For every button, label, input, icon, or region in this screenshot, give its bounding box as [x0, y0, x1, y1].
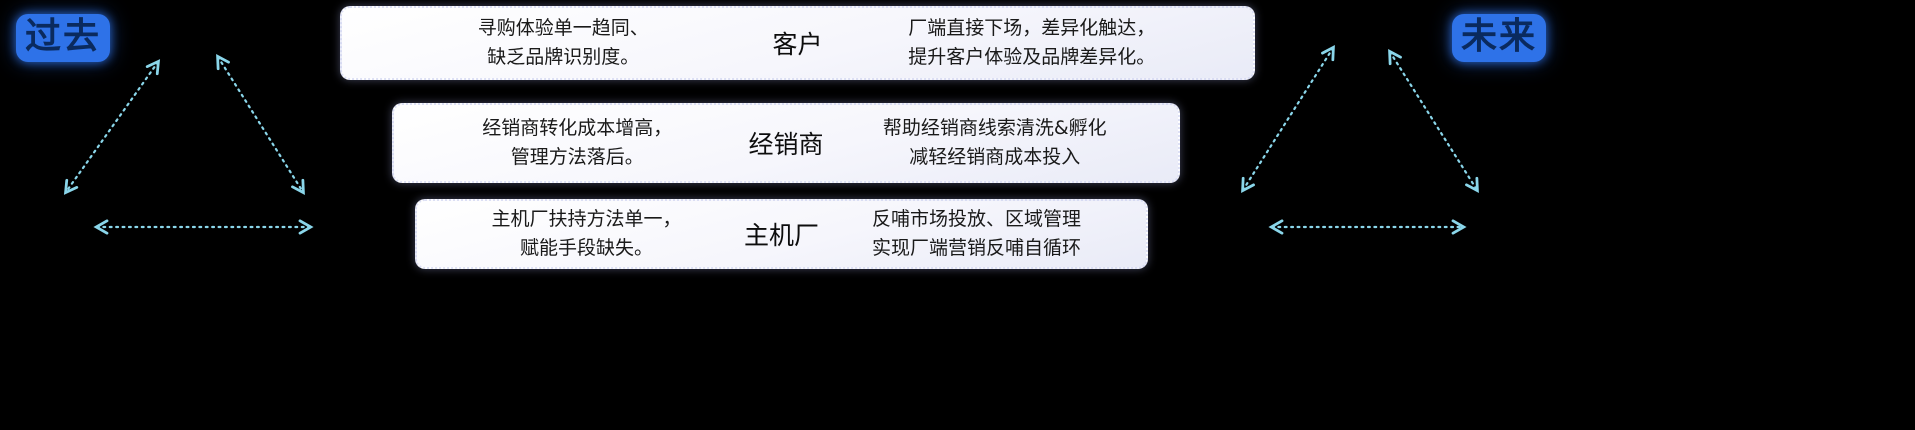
customer-row: 寻购体验单一趋同、 缺乏品牌识别度。 客户 厂端直接下场，差异化触达， 提升客户… [340, 6, 1255, 80]
future-era-label: 未来 [1452, 14, 1547, 62]
past-triangle-right-edge-arrow [216, 53, 305, 196]
dealer-title: 经销商 [748, 130, 824, 159]
oem-future-text: 反哺市场投放、区域管理 实现厂端营销反哺自循环 [871, 207, 1081, 259]
dealer-past-text: 经销商转化成本增高， 管理方法落后。 [482, 116, 673, 168]
customer-future-text: 厂端直接下场，差异化触达， 提升客户体验及品牌差异化。 [908, 16, 1156, 68]
oem-row: 主机厂扶持方法单一， 赋能手段缺失。 主机厂 反哺市场投放、区域管理 实现厂端营… [415, 199, 1148, 269]
customer-past-text: 寻购体验单一趋同、 缺乏品牌识别度。 [477, 16, 649, 68]
dealer-future-text: 帮助经销商线索清洗&孵化 减轻经销商成本投入 [882, 116, 1107, 168]
customer-title: 客户 [772, 30, 823, 59]
future-triangle-left-edge-arrow [1241, 44, 1335, 194]
past-era-label: 过去 [16, 14, 111, 62]
oem-title: 主机厂 [743, 221, 819, 250]
oem-past-text: 主机厂扶持方法单一， 赋能手段缺失。 [491, 207, 682, 259]
future-triangle-right-edge-arrow [1388, 48, 1479, 194]
dealer-row: 经销商转化成本增高， 管理方法落后。 经销商 帮助经销商线索清洗&孵化 减轻经销… [392, 103, 1180, 183]
past-triangle-left-edge-arrow [63, 59, 161, 195]
